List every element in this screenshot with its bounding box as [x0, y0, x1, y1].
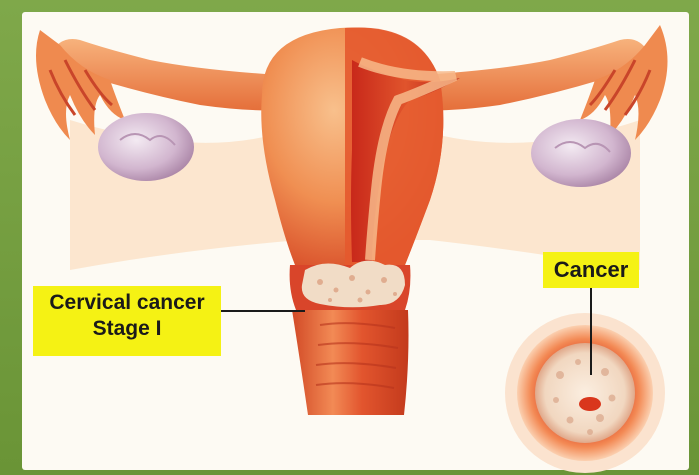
cervical-cancer-label: Cervical cancer Stage I	[33, 286, 221, 356]
cancer-label: Cancer	[543, 252, 639, 288]
cervix-section-tumor	[535, 343, 635, 443]
right-ovary	[531, 119, 631, 187]
cervical-cancer-label-line2: Stage I	[33, 316, 221, 342]
cervical-tumor	[302, 261, 405, 308]
cervical-os	[579, 397, 601, 411]
left-ovary	[98, 113, 194, 181]
cervical-cancer-label-line1: Cervical cancer	[33, 290, 221, 316]
